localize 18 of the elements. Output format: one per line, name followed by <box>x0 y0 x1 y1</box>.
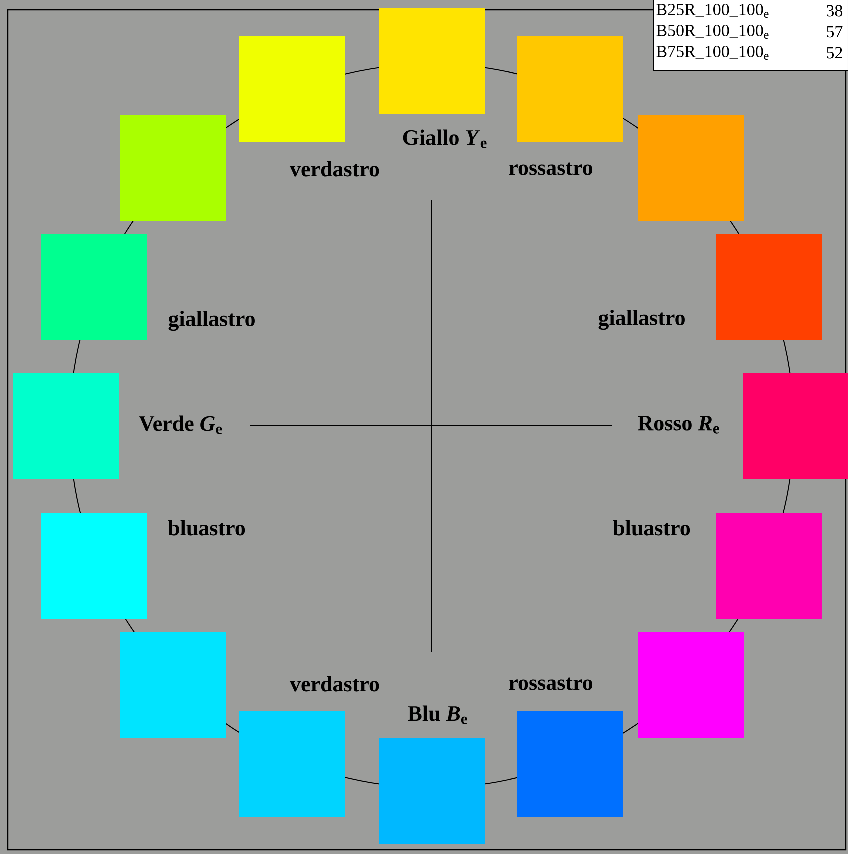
hue-label: verdastro <box>290 676 380 692</box>
table-cell: B75R_100_100$_{e}$ <box>656 46 769 60</box>
hue-label: rossastro <box>509 678 593 690</box>
hue-label: bluastro <box>613 520 690 536</box>
hue-label: Rosso R$_{e}$ <box>638 416 720 434</box>
hue-label: Verde G$_{e}$ <box>139 416 222 434</box>
hue-label: rossastro <box>509 162 593 176</box>
hue-label: verdastro <box>290 161 380 177</box>
table-cell: 38 <box>827 5 843 17</box>
hue-label: Blu B$_{e}$ <box>408 706 468 724</box>
hue-label: giallastro <box>168 310 255 332</box>
hue-label: bluastro <box>168 520 246 536</box>
hue-label: Giallo Y$_{e}$ <box>403 130 487 148</box>
table-cell: 52 <box>827 47 842 59</box>
table-cell: B25R_100_100$_{e}$ <box>656 4 769 18</box>
hue-label: giallastro <box>598 310 685 330</box>
table-cell: 57 <box>827 26 843 38</box>
table-cell: B50R_100_100$_{e}$ <box>656 24 769 39</box>
